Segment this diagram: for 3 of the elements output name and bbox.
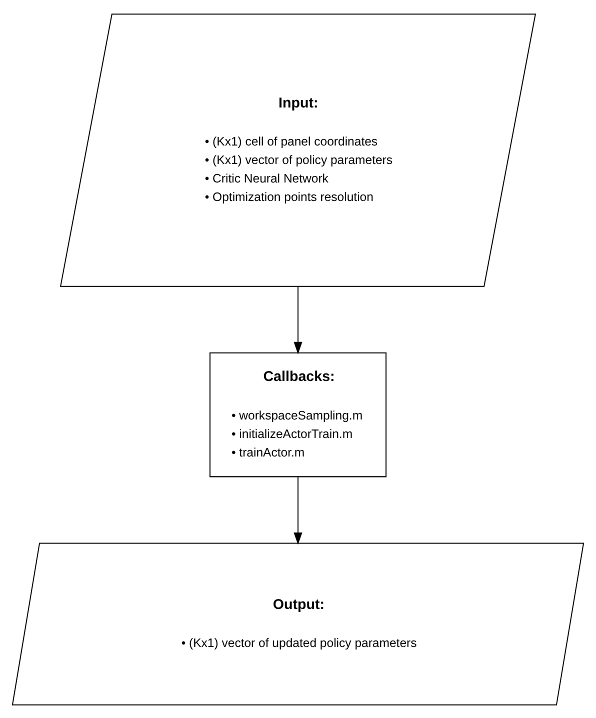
- arrow: [294, 476, 302, 544]
- node-box: Callbacks: • workspaceSampling.m • initializeActorTrain.m • trainActor.m: [209, 352, 387, 477]
- arrow: [294, 286, 302, 354]
